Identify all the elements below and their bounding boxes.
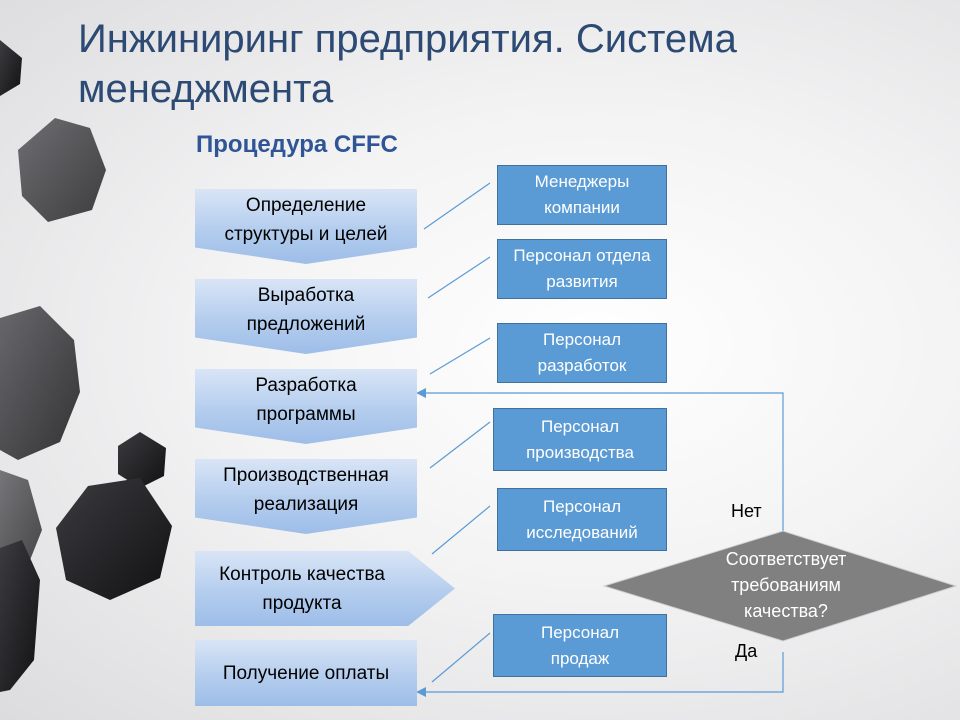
step-define-structure: Определение структуры и целей: [195, 189, 417, 264]
role-company-managers: Менеджеры компании: [497, 165, 667, 225]
role-development-dept-staff: Персонал отдела развития: [497, 239, 667, 299]
polyhedron-shape: [18, 118, 106, 222]
step-proposals: Выработка предложений: [195, 279, 417, 354]
polyhedron-shape: [0, 40, 22, 96]
polyhedron-shape: [0, 306, 80, 460]
step-label: Контроль качества продукта: [219, 563, 385, 614]
step-payment: Получение оплаты: [195, 640, 417, 706]
page-title: Инжиниринг предприятия. Система менеджме…: [78, 17, 737, 111]
step-label: Разработка программы: [255, 374, 357, 425]
polyhedron-shape: [118, 432, 166, 488]
role-label: Персонал отдела развития: [513, 246, 651, 291]
decision-question: Соответствует требованиям качества?: [725, 549, 847, 621]
role-rnd-staff: Персонал разработок: [497, 323, 667, 383]
polyhedron-shape: [56, 478, 172, 600]
polyhedron-shape: [0, 540, 40, 692]
step-label: Производственная реализация: [223, 464, 389, 515]
polyhedron-shape: [0, 470, 42, 566]
decision-yes-label: Да: [735, 641, 758, 661]
step-label: Определение структуры и целей: [224, 194, 388, 245]
step-label: Выработка предложений: [246, 284, 366, 335]
role-label: Персонал разработок: [537, 330, 627, 375]
role-label: Персонал продаж: [540, 622, 620, 668]
role-label: Персонал производства: [526, 416, 634, 462]
role-production-staff: Персонал производства: [493, 408, 667, 471]
role-research-staff: Персонал исследований: [497, 488, 667, 551]
step-production: Производственная реализация: [195, 459, 417, 534]
step-program-development: Разработка программы: [195, 369, 417, 444]
step-quality-control: Контроль качества продукта: [195, 551, 455, 626]
role-label: Персонал исследований: [526, 496, 638, 542]
step-label: Получение оплаты: [222, 662, 390, 684]
role-label: Менеджеры компании: [534, 172, 630, 217]
role-sales-staff: Персонал продаж: [493, 614, 667, 677]
decision-no-label: Нет: [731, 501, 762, 521]
procedure-subtitle: Процедура CFFC: [196, 131, 398, 158]
